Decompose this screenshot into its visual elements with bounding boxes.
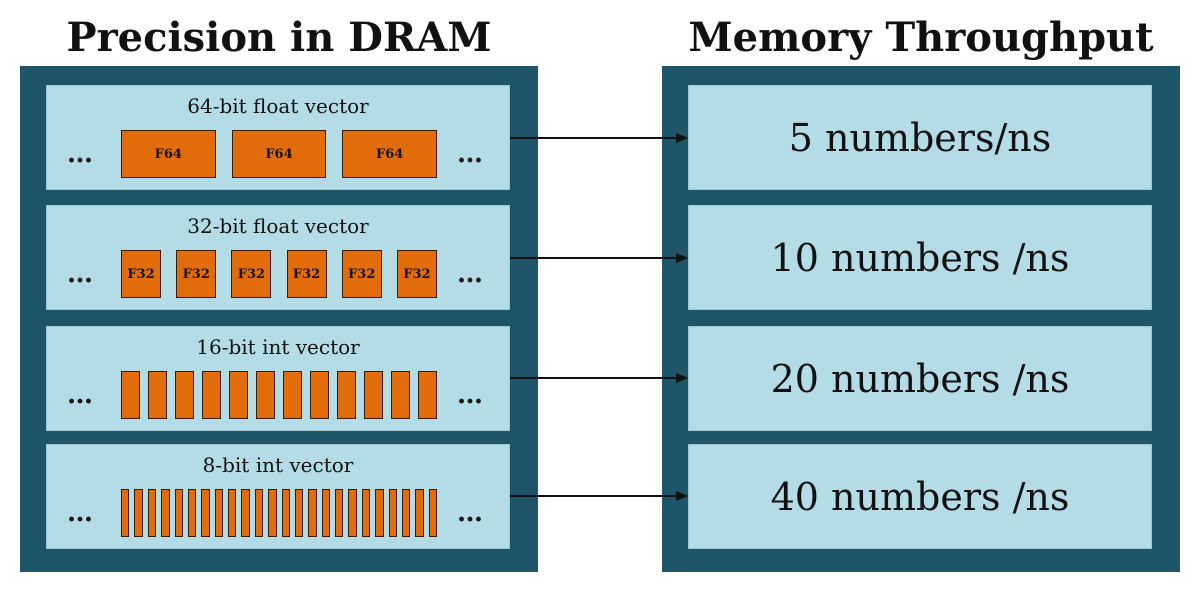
vector-element-block: F32 <box>341 250 382 298</box>
vector-element-block <box>228 489 237 537</box>
vector-element-block <box>337 371 356 419</box>
element-blocks <box>121 371 437 419</box>
throughput-row-f64: 5 numbers/ns <box>688 85 1152 190</box>
vector-element-block <box>268 489 277 537</box>
vector-element-block <box>229 371 248 419</box>
vector-element-block <box>134 489 143 537</box>
vector-element-block <box>281 489 290 537</box>
vector-element-block <box>201 489 210 537</box>
vector-element-block <box>335 489 344 537</box>
vector-element-block: F64 <box>231 130 327 178</box>
throughput-value: 5 numbers/ns <box>788 115 1052 160</box>
ellipsis-right: … <box>457 259 484 289</box>
vector-element-block <box>202 371 221 419</box>
vector-element-block <box>310 371 329 419</box>
vector-element-block: F32 <box>176 250 217 298</box>
vector-row-label: 16-bit int vector <box>196 335 360 359</box>
vector-element-block <box>147 489 157 537</box>
ellipsis-right: … <box>457 498 484 528</box>
ellipsis-left: … <box>67 139 94 169</box>
element-blocks: F64 F64 F64 <box>121 130 437 178</box>
vector-element-block <box>148 371 167 419</box>
vector-element-block <box>254 489 264 537</box>
vector-element-block <box>283 371 302 419</box>
ellipsis-right: … <box>457 380 484 410</box>
vector-element-block <box>364 371 383 419</box>
vector-element-block <box>391 371 410 419</box>
vector-element-block <box>348 489 357 537</box>
vector-element-block <box>308 489 317 537</box>
vector-row-f64: 64-bit float vector … F64 F64 F64 … <box>46 85 510 190</box>
vector-element-block <box>187 489 197 537</box>
vector-element-block <box>388 489 397 537</box>
throughput-row-int8: 40 numbers /ns <box>688 444 1152 549</box>
vector-row-label: 64-bit float vector <box>187 94 369 118</box>
element-blocks <box>121 489 437 537</box>
vector-element-block <box>294 489 304 537</box>
vector-element-block <box>428 489 437 537</box>
throughput-value: 10 numbers /ns <box>770 235 1070 280</box>
vector-element-block <box>321 489 330 537</box>
ellipsis-right: … <box>457 139 484 169</box>
vector-row-int16: 16-bit int vector … … <box>46 326 510 431</box>
vector-element-block <box>401 489 411 537</box>
vector-element-block <box>256 371 275 419</box>
vector-element-block: F32 <box>231 250 272 298</box>
vector-row-label: 32-bit float vector <box>187 214 369 238</box>
vector-element-block: F32 <box>121 250 162 298</box>
vector-element-block: F64 <box>342 130 437 178</box>
vector-element-block <box>375 489 384 537</box>
throughput-value: 40 numbers /ns <box>770 474 1070 519</box>
vector-row-int8: 8-bit int vector … … <box>46 444 510 549</box>
vector-element-block <box>361 489 371 537</box>
ellipsis-left: … <box>67 380 94 410</box>
ellipsis-left: … <box>67 259 94 289</box>
vector-element-block: F64 <box>121 130 216 178</box>
throughput-value: 20 numbers /ns <box>770 356 1070 401</box>
throughput-row-int16: 20 numbers /ns <box>688 326 1152 431</box>
throughput-heading: Memory Throughput <box>688 14 1154 61</box>
precision-heading: Precision in DRAM <box>66 14 492 61</box>
vector-element-block <box>121 489 130 537</box>
vector-element-block <box>175 371 194 419</box>
vector-element-block <box>214 489 223 537</box>
vector-element-block <box>241 489 250 537</box>
vector-element-block: F32 <box>396 250 437 298</box>
vector-row-label: 8-bit int vector <box>202 453 354 477</box>
vector-element-block <box>174 489 183 537</box>
throughput-row-f32: 10 numbers /ns <box>688 205 1152 310</box>
vector-element-block <box>121 371 140 419</box>
vector-element-block <box>418 371 437 419</box>
vector-element-block <box>415 489 424 537</box>
element-blocks: F32 F32 F32 F32 F32 F32 <box>121 250 437 298</box>
vector-element-block: F32 <box>286 250 327 298</box>
ellipsis-left: … <box>67 498 94 528</box>
vector-element-block <box>161 489 170 537</box>
